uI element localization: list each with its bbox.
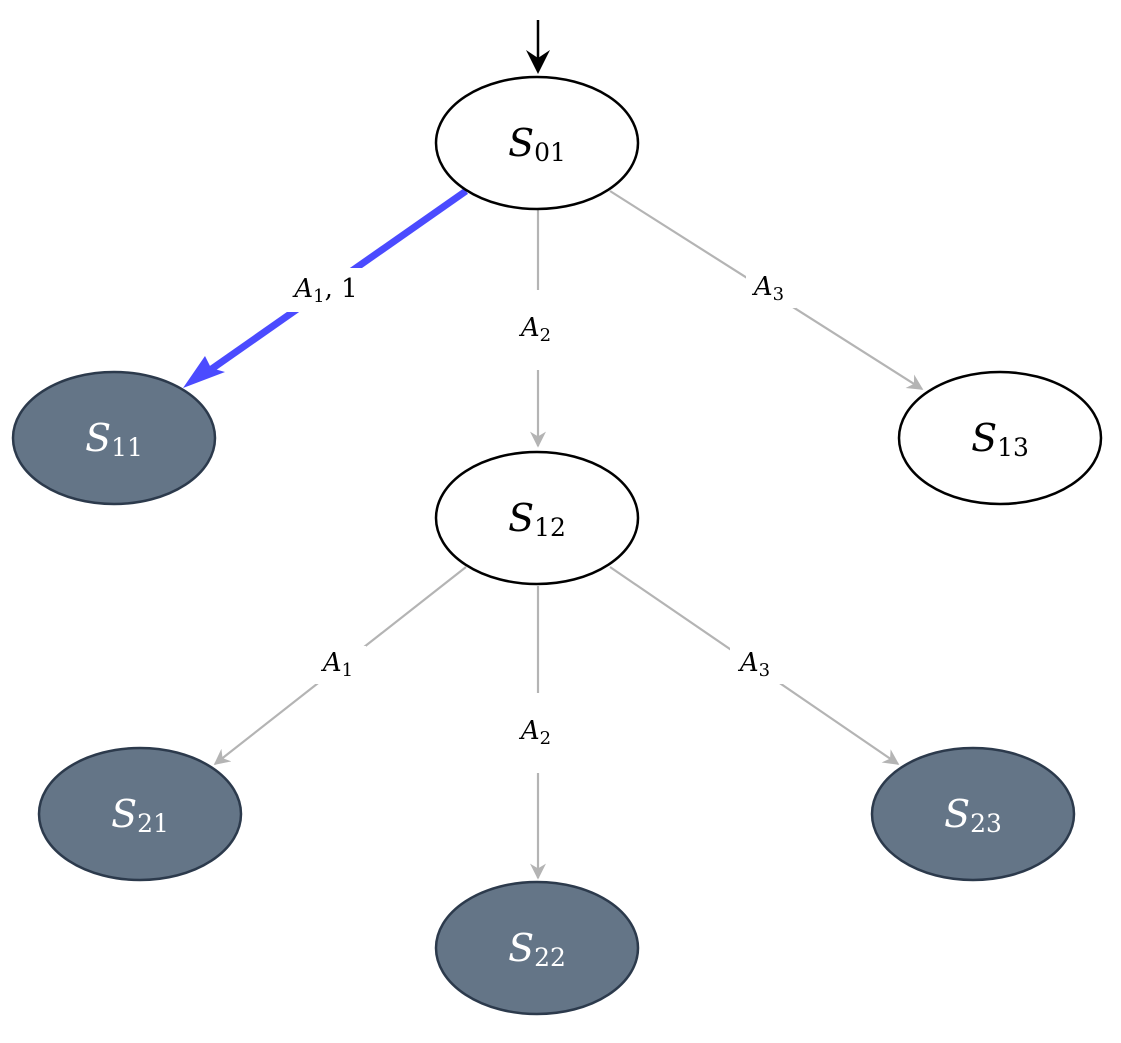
svg-text:A3: A3: [738, 648, 770, 681]
edge-label-s01-s13: A3: [746, 270, 796, 308]
edge-label-s01-s11: A1, 1: [286, 268, 366, 312]
svg-text:S23: S23: [944, 792, 1002, 838]
edge-label-s01-s12: A2: [510, 290, 566, 370]
svg-text:A3: A3: [752, 272, 784, 305]
svg-text:S11: S11: [85, 416, 143, 462]
node-s23: S23: [870, 746, 1076, 882]
svg-text:S13: S13: [971, 416, 1029, 462]
svg-text:A1, 1: A1, 1: [292, 274, 357, 307]
svg-text:S22: S22: [508, 926, 566, 972]
highlight-arrowhead: [183, 356, 225, 388]
node-s21: S21: [37, 746, 243, 882]
svg-text:S21: S21: [111, 792, 169, 838]
node-s13: S13: [897, 370, 1103, 506]
svg-text:S01: S01: [508, 121, 566, 167]
svg-text:A2: A2: [519, 313, 551, 346]
node-s22: S22: [434, 880, 640, 1016]
svg-text:S12: S12: [508, 496, 566, 542]
edge-label-s12-s23: A3: [730, 646, 784, 684]
svg-text:A2: A2: [519, 716, 551, 749]
node-s12: S12: [434, 450, 640, 586]
svg-text:A1: A1: [321, 648, 353, 681]
node-s11: S11: [11, 370, 217, 506]
edge-label-s12-s21: A1: [314, 646, 366, 684]
edge-label-s12-s22: A2: [510, 693, 566, 773]
start-arrow: [526, 20, 550, 74]
node-s01: S01: [434, 75, 640, 211]
